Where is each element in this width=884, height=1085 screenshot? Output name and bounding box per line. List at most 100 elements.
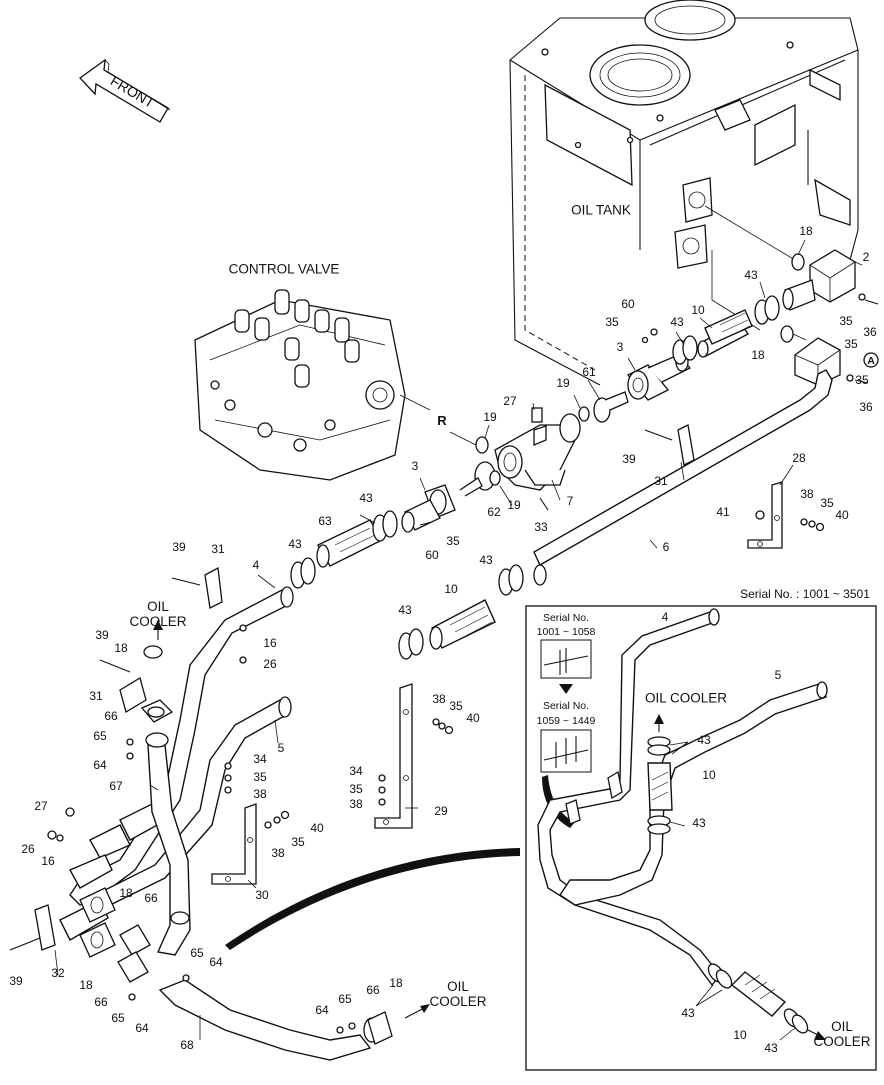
callout-35: 35 <box>855 373 869 387</box>
callout-68: 68 <box>180 1038 194 1052</box>
callout-43: 43 <box>744 268 758 282</box>
callout-36: 36 <box>863 325 877 339</box>
callout-5: 5 <box>278 741 285 755</box>
bracket-29 <box>374 683 413 829</box>
callout-19: 19 <box>556 376 570 390</box>
callout-43: 43 <box>398 603 412 617</box>
serial-a-range: 1001 ~ 1058 <box>537 626 596 638</box>
callout-41: 41 <box>716 505 730 519</box>
o-rings <box>143 253 805 659</box>
inset-callout-4: 4 <box>662 610 669 624</box>
callout-35: 35 <box>446 534 460 548</box>
upper-hoses <box>672 295 780 365</box>
valve-spools <box>234 289 360 388</box>
callout-35: 35 <box>844 337 858 351</box>
callout-65: 65 <box>338 992 352 1006</box>
callout-18: 18 <box>114 641 128 655</box>
callout-3: 3 <box>617 340 624 354</box>
caption-line: COOLER <box>129 614 186 629</box>
callout-34: 34 <box>253 752 267 766</box>
callout-19: 19 <box>507 498 521 512</box>
callout-35: 35 <box>820 496 834 510</box>
callout-35: 35 <box>449 699 463 713</box>
callout-32: 32 <box>51 966 65 980</box>
callout-40: 40 <box>835 508 849 522</box>
caption-line: OIL <box>447 979 469 994</box>
callout-31: 31 <box>654 474 668 488</box>
port-r-label: R <box>437 413 447 428</box>
callout-35: 35 <box>839 314 853 328</box>
callout-60: 60 <box>621 297 635 311</box>
callout-16: 16 <box>263 636 277 650</box>
serial-variant-a: Serial No. 1001 ~ 1058 <box>537 612 596 694</box>
oil-tank-label: OIL TANK <box>571 203 631 218</box>
inset-hose-10-lower <box>707 963 826 1040</box>
hose-63 <box>290 510 398 589</box>
callout-65: 65 <box>93 729 107 743</box>
callout-31: 31 <box>211 542 225 556</box>
callout-2: 2 <box>863 250 870 264</box>
oil-tank: OIL TANK <box>509 0 859 386</box>
caption-line: OIL <box>147 599 169 614</box>
callout-36: 36 <box>859 400 873 414</box>
callout-35: 35 <box>605 315 619 329</box>
callout-43: 43 <box>479 553 493 567</box>
callout-16: 16 <box>41 854 55 868</box>
inset-callout-43: 43 <box>697 733 711 747</box>
callout-61: 61 <box>582 365 596 379</box>
port-r-marker: R <box>399 394 479 447</box>
callout-67: 67 <box>109 779 123 793</box>
callout-4: 4 <box>253 558 260 572</box>
callout-26: 26 <box>263 657 277 671</box>
callout-64: 64 <box>93 758 107 772</box>
serial-b-range: 1059 ~ 1449 <box>537 715 596 727</box>
callout-63: 63 <box>318 514 332 528</box>
check-valves <box>459 391 629 497</box>
callout-29: 29 <box>434 804 448 818</box>
callout-66: 66 <box>104 709 118 723</box>
callout-34: 34 <box>349 764 363 778</box>
callout-35: 35 <box>349 782 363 796</box>
callout-66: 66 <box>94 995 108 1009</box>
callout-43: 43 <box>359 491 373 505</box>
flanges-66 <box>117 699 393 1045</box>
callout-10: 10 <box>691 303 705 317</box>
caption-line: COOLER <box>429 994 486 1009</box>
connector-block-2 <box>782 249 856 311</box>
serial-detail-inset: Serial No. : 1001 ~ 3501 Serial No. 1001… <box>525 587 877 1071</box>
callout-60: 60 <box>425 548 439 562</box>
callout-65: 65 <box>190 946 204 960</box>
inset-callout-10: 10 <box>702 768 716 782</box>
callout-43: 43 <box>670 315 684 329</box>
inset-callout-43: 43 <box>692 816 706 830</box>
callout-40: 40 <box>466 711 480 725</box>
callout-64: 64 <box>315 1003 329 1017</box>
callout-38: 38 <box>271 846 285 860</box>
inset-callout-43: 43 <box>764 1041 778 1055</box>
callout-31: 31 <box>89 689 103 703</box>
hose-67 <box>145 732 191 956</box>
serial-range-label: Serial No. : 1001 ~ 3501 <box>740 587 870 601</box>
callout-3: 3 <box>412 459 419 473</box>
callout-64: 64 <box>209 955 223 969</box>
inset-callout-5: 5 <box>775 668 782 682</box>
callout-18: 18 <box>79 978 93 992</box>
caption-line: OIL <box>831 1019 853 1034</box>
flange-blocks-32 <box>34 887 116 958</box>
callout-10: 10 <box>444 582 458 596</box>
control-valve: CONTROL VALVE <box>194 262 406 481</box>
caption-line: COOLER <box>813 1034 870 1049</box>
callout-6: 6 <box>663 540 670 554</box>
callout-39: 39 <box>622 452 636 466</box>
callout-43: 43 <box>288 537 302 551</box>
serial-b-title: Serial No. <box>543 700 589 712</box>
callout-18: 18 <box>751 348 765 362</box>
callout-66: 66 <box>144 891 158 905</box>
callout-33: 33 <box>534 520 548 534</box>
